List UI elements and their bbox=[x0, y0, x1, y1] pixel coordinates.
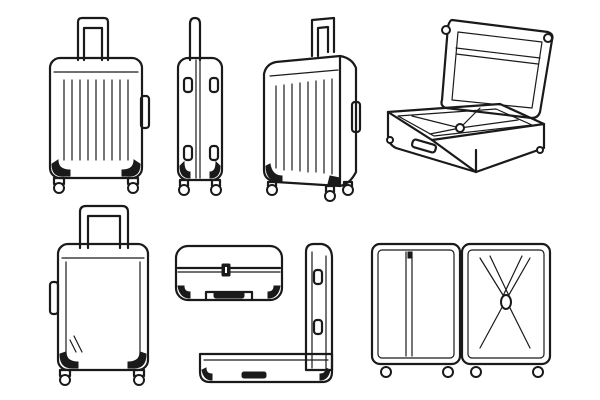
suitcase-top-closed bbox=[174, 244, 284, 302]
suitcase-open-lid-angled bbox=[386, 18, 554, 174]
suitcase-front-ribbed bbox=[48, 16, 151, 194]
suitcase-open-side bbox=[198, 242, 334, 384]
suitcase-open-flat bbox=[370, 242, 552, 378]
suitcase-side bbox=[176, 16, 224, 196]
suitcase-three-quarter bbox=[262, 16, 362, 202]
suitcase-back-smooth bbox=[48, 204, 150, 386]
